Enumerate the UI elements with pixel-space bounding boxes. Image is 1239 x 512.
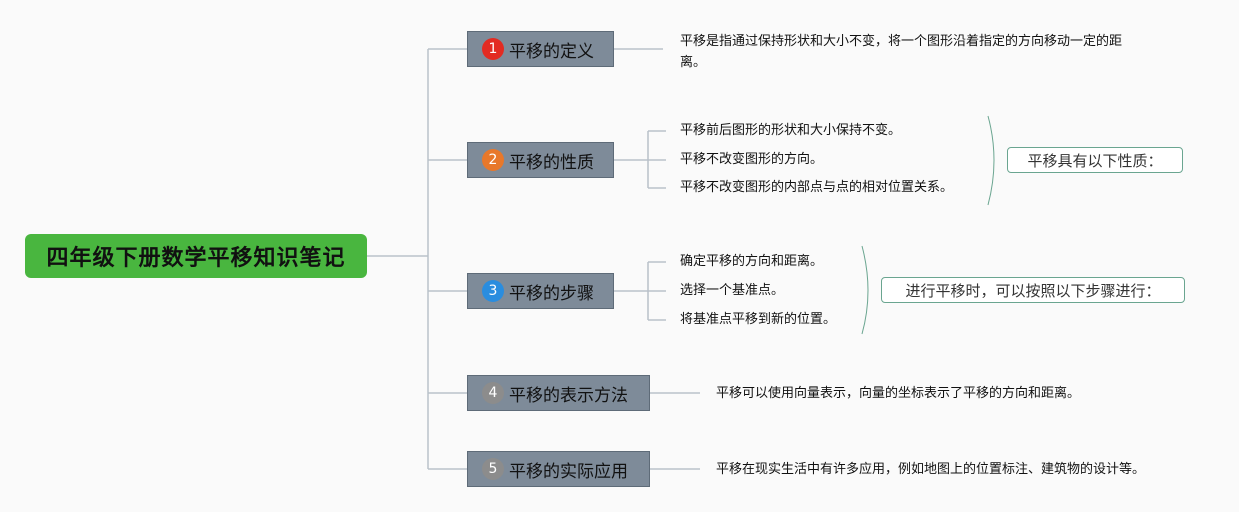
topic-representation[interactable]: 4 平移的表示方法 [467,375,650,411]
root-topic[interactable]: 四年级下册数学平移知识笔记 [25,234,367,278]
number-2-icon: 2 [482,149,504,171]
step-item[interactable]: 确定平移的方向和距离。 [680,254,824,269]
topic-properties[interactable]: 2 平移的性质 [467,142,614,178]
topic-label: 平移的步骤 [509,283,594,304]
definition-line-2: 离。 [680,55,707,70]
step-item[interactable]: 将基准点平移到新的位置。 [680,312,837,327]
summary-label: 进行平移时，可以按照以下步骤进行： [905,281,1161,300]
steps-summary[interactable]: 进行平移时，可以按照以下步骤进行： [881,277,1185,303]
root-title: 四年级下册数学平移知识笔记 [46,246,346,271]
definition-line-1: 平移是指通过保持形状和大小不变，将一个图形沿着指定的方向移动一定的距 [680,34,1123,49]
properties-summary[interactable]: 平移具有以下性质： [1007,147,1183,173]
topic-application[interactable]: 5 平移的实际应用 [467,451,650,487]
number-3-icon: 3 [482,280,504,302]
topic-definition[interactable]: 1 平移的定义 [467,31,614,67]
summary-label: 平移具有以下性质： [1027,151,1163,170]
step-item[interactable]: 选择一个基准点。 [680,283,785,298]
topic-steps[interactable]: 3 平移的步骤 [467,273,614,309]
topic-label: 平移的性质 [509,152,594,173]
summary-brace-steps [861,245,869,335]
topic-label: 平移的定义 [509,41,594,62]
summary-brace-properties [987,115,995,206]
number-5-icon: 5 [482,458,504,480]
number-1-icon: 1 [482,38,504,60]
definition-text[interactable]: 平移是指通过保持形状和大小不变，将一个图形沿着指定的方向移动一定的距 离。 [680,31,1122,73]
application-text[interactable]: 平移在现实生活中有许多应用，例如地图上的位置标注、建筑物的设计等。 [716,462,1146,477]
topic-label: 平移的表示方法 [509,385,628,406]
property-item[interactable]: 平移不改变图形的内部点与点的相对位置关系。 [680,180,954,195]
property-item[interactable]: 平移前后图形的形状和大小保持不变。 [680,123,902,138]
property-item[interactable]: 平移不改变图形的方向。 [680,152,824,167]
number-4-icon: 4 [482,382,504,404]
representation-text[interactable]: 平移可以使用向量表示，向量的坐标表示了平移的方向和距离。 [716,386,1081,401]
topic-label: 平移的实际应用 [509,461,628,482]
